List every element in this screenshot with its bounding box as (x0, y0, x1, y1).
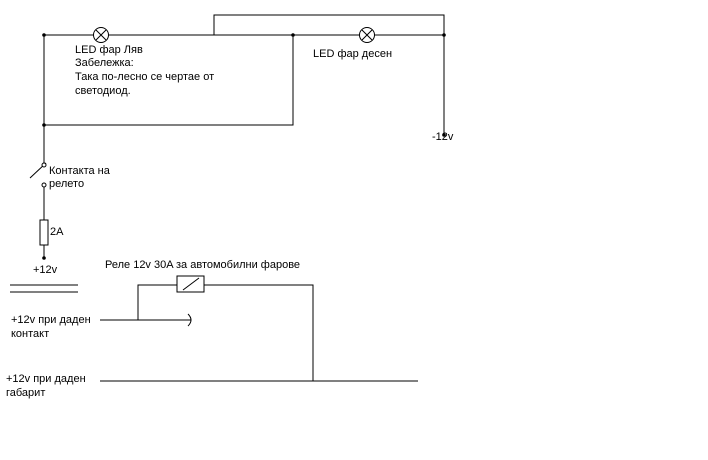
relay-contact-label-2: релето (49, 178, 85, 190)
lamp-left-icon (93, 27, 109, 43)
wire-hook (187, 313, 192, 327)
parking-label-2: габарит (6, 387, 46, 399)
plus-12v-label: +12v (33, 264, 58, 276)
junction-dot (291, 33, 295, 37)
wire-mid-loop (43, 34, 294, 126)
minus-12v-label: -12v (432, 131, 454, 143)
contact-terminal-top (41, 162, 47, 168)
wire-relay-right (204, 284, 314, 381)
junction-dot (442, 33, 446, 37)
junction-dot (42, 123, 46, 127)
relay-coil-slash (182, 277, 200, 291)
lamp-right-label: LED фар десен (313, 48, 393, 60)
lamp-right-icon (359, 27, 375, 43)
note-line-1: Така по-лесно се чертае от (75, 71, 215, 83)
contact-terminal-bottom (41, 182, 47, 188)
wire-relay-loop (137, 284, 177, 320)
note-line-2: светодиод. (75, 85, 131, 97)
parking-label-1: +12v при даден (6, 373, 86, 385)
relay-title: Реле 12v 30A за автомобилни фарове (105, 259, 301, 271)
note-title: Забележка: (75, 57, 134, 69)
ignition-label-1: +12v при даден (11, 314, 91, 326)
relay-coil (176, 275, 205, 293)
junction-dot (42, 33, 46, 37)
lamp-left-label: LED фар Ляв (75, 44, 143, 56)
fuse-label: 2A (50, 226, 64, 238)
relay-contact-label-1: Контакта на (49, 165, 110, 177)
wire-top-left (44, 14, 445, 135)
ignition-label-2: контакт (11, 328, 50, 340)
junction-dot (442, 133, 446, 137)
fuse-symbol (39, 219, 49, 246)
junction-dot (42, 256, 46, 260)
